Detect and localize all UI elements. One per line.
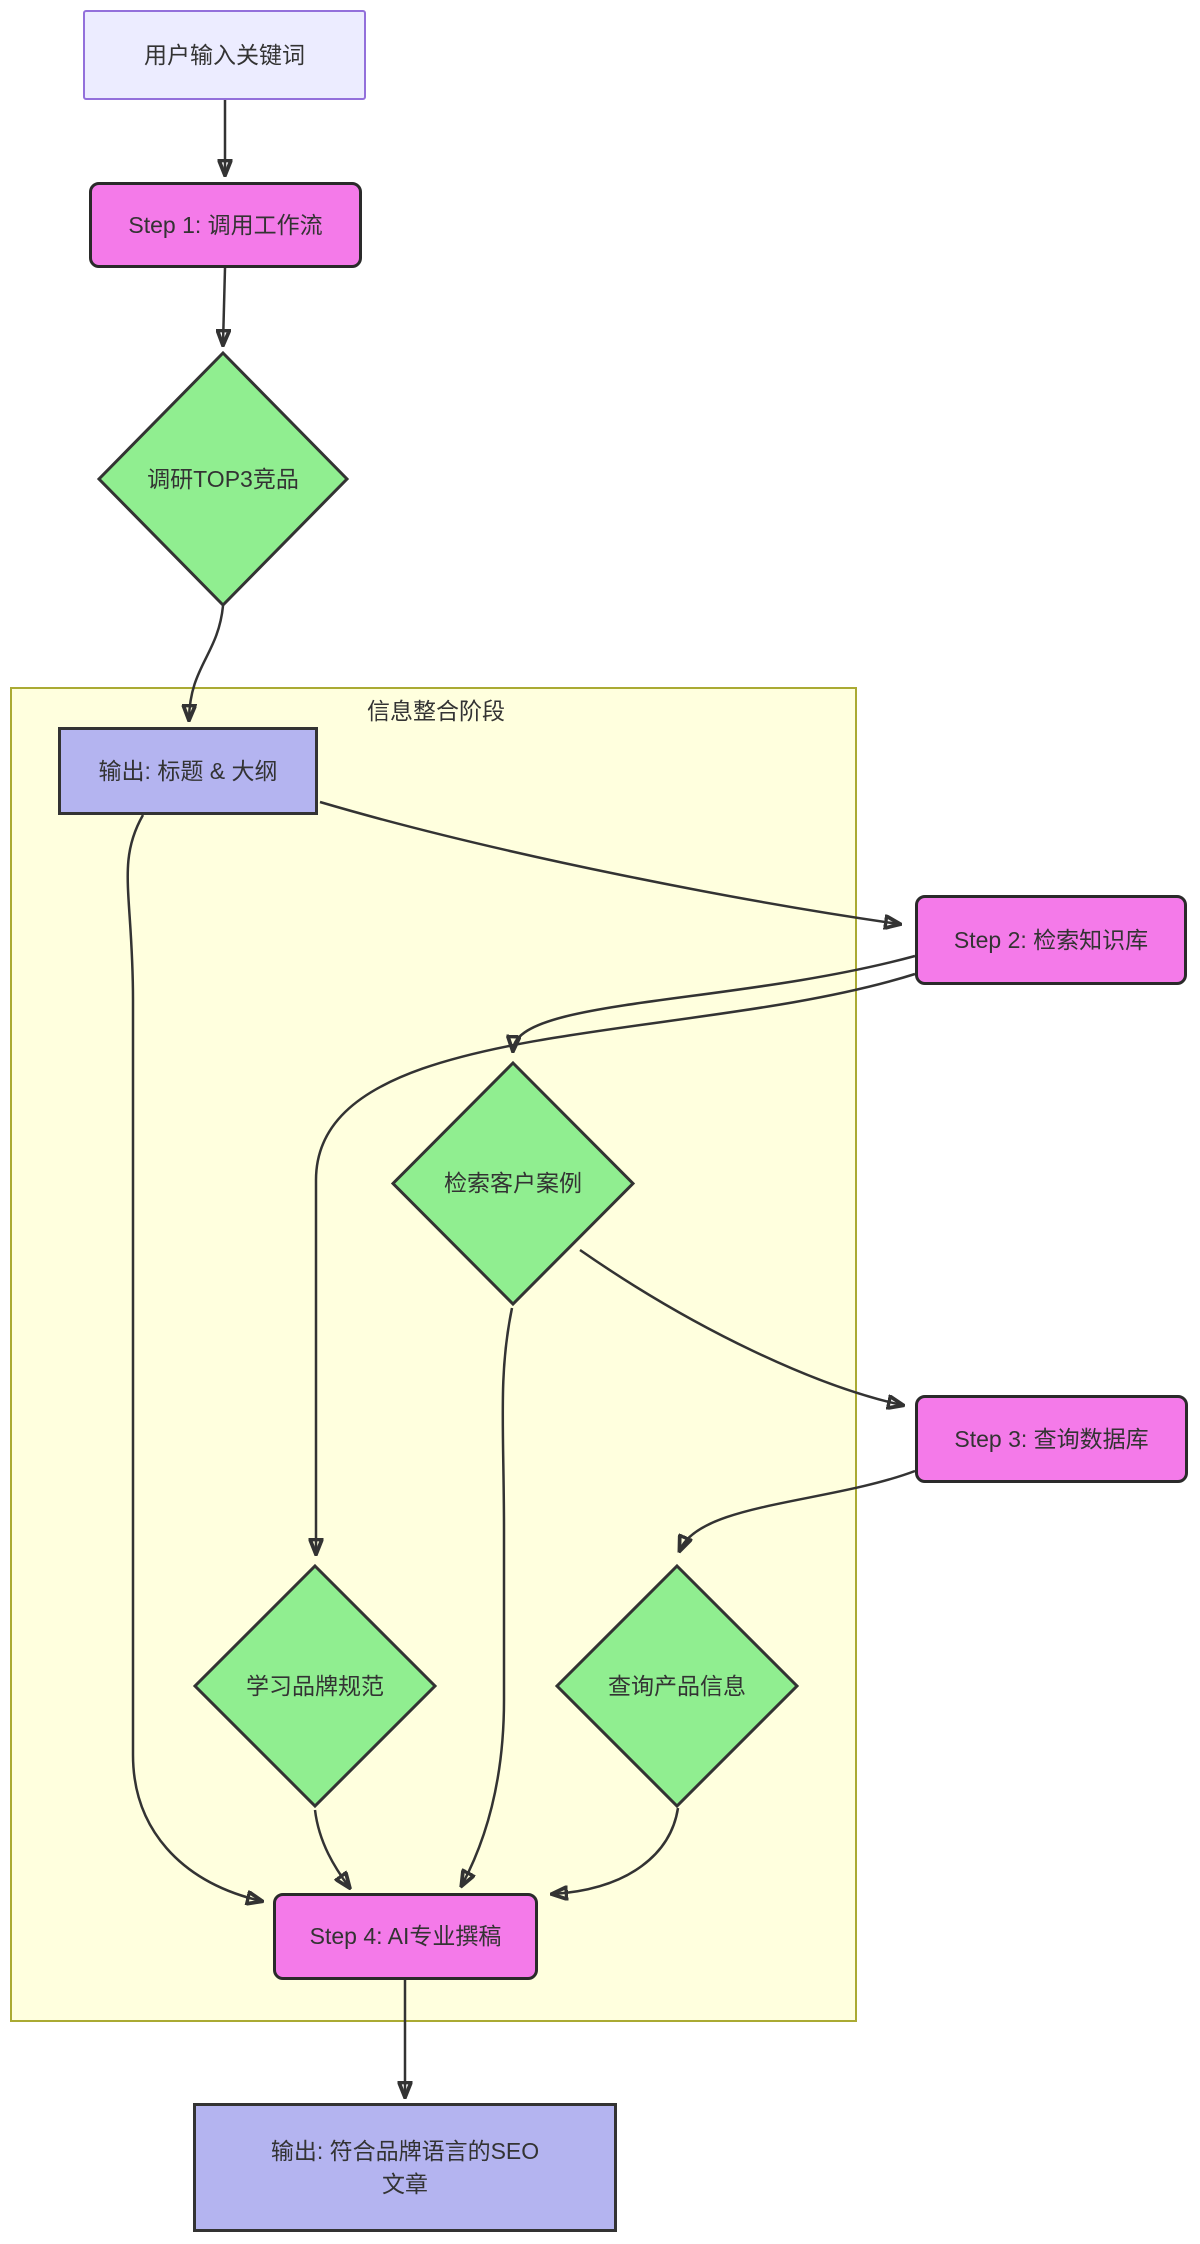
node-learn-brand: 学习品牌规范	[192, 1563, 438, 1809]
edge-step1-research	[223, 267, 225, 344]
node-learn-brand-label: 学习品牌规范	[246, 1672, 384, 1699]
node-search-cases-label: 检索客户案例	[444, 1170, 582, 1197]
node-output-outline: 输出: 标题 & 大纲	[58, 727, 318, 815]
diamond-shape	[96, 350, 350, 608]
node-step4-label: Step 4: AI专业撰稿	[309, 1923, 502, 1950]
node-final-output-line2: 文章	[381, 2170, 428, 2197]
node-step2-label: Step 2: 检索知识库	[953, 926, 1149, 953]
node-step3: Step 3: 查询数据库	[915, 1395, 1188, 1483]
node-step1: Step 1: 调用工作流	[89, 182, 362, 268]
node-search-cases: 检索客户案例	[390, 1060, 636, 1307]
node-research-top3: 调研TOP3竞品	[96, 350, 350, 608]
node-final-output-line1: 输出: 符合品牌语言的SEO	[270, 2138, 540, 2165]
diamond-shape	[554, 1563, 800, 1809]
node-step3-label: Step 3: 查询数据库	[954, 1425, 1149, 1452]
node-step1-label: Step 1: 调用工作流	[128, 211, 323, 238]
node-step4: Step 4: AI专业撰稿	[273, 1893, 538, 1980]
node-final-output-label: 输出: 符合品牌语言的SEO 文章	[271, 2135, 539, 2199]
node-user-input-label: 用户输入关键词	[144, 41, 305, 68]
stage-container: 信息整合阶段	[10, 687, 857, 2022]
node-query-product-label: 查询产品信息	[608, 1672, 746, 1699]
node-output-outline-label: 输出: 标题 & 大纲	[98, 757, 278, 784]
node-query-product: 查询产品信息	[554, 1563, 800, 1809]
node-step2: Step 2: 检索知识库	[915, 895, 1187, 985]
node-final-output: 输出: 符合品牌语言的SEO 文章	[193, 2103, 617, 2232]
stage-title: 信息整合阶段	[367, 698, 505, 724]
node-user-input: 用户输入关键词	[83, 10, 366, 100]
node-research-top3-label: 调研TOP3竞品	[147, 465, 299, 492]
